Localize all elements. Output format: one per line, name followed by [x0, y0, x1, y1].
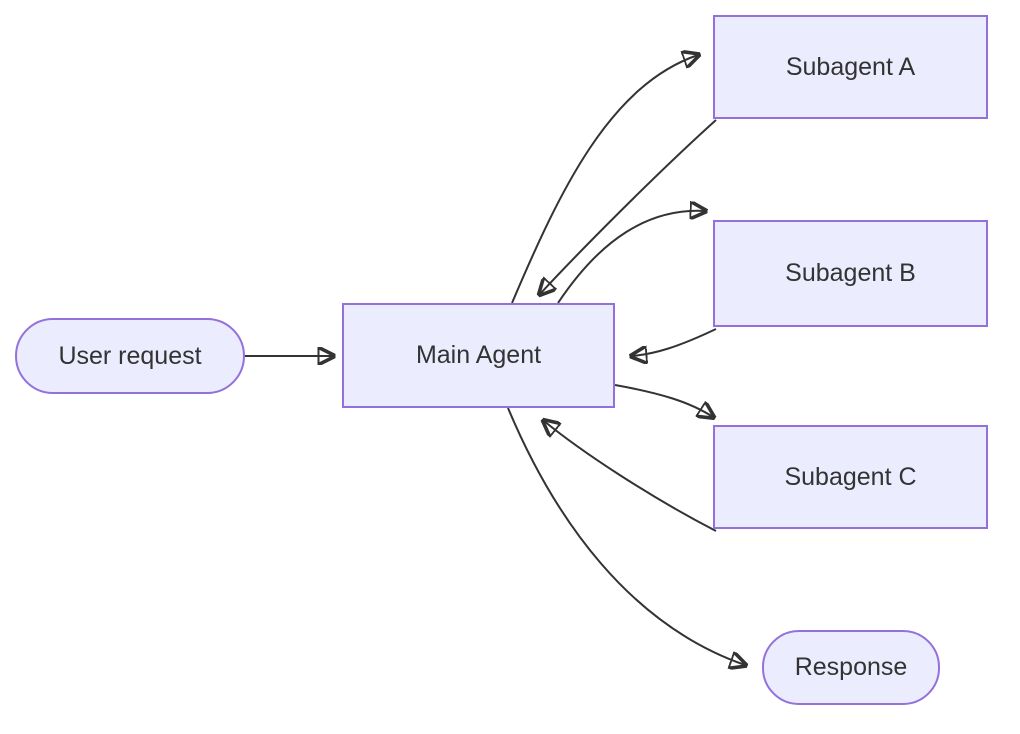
node-subagent-c-label: Subagent C	[784, 462, 917, 491]
node-subagent-b: Subagent B	[713, 220, 988, 327]
edge-main-agent-to-response	[507, 407, 745, 665]
edge-main-agent-to-subagent-a	[511, 55, 698, 304]
node-user-request: User request	[15, 318, 245, 394]
edge-main-agent-to-subagent-b	[557, 211, 705, 304]
node-user-request-label: User request	[58, 341, 202, 370]
node-main-agent-label: Main Agent	[415, 341, 542, 369]
edge-subagent-b-to-main-agent	[632, 328, 717, 356]
node-subagent-b-label: Subagent B	[785, 259, 916, 287]
node-response: Response	[762, 630, 940, 705]
edge-subagent-a-to-main-agent	[540, 119, 717, 294]
node-response-label: Response	[794, 653, 908, 681]
node-subagent-a-label: Subagent A	[785, 52, 916, 81]
edge-main-agent-to-subagent-c	[614, 384, 713, 417]
edge-subagent-c-to-main-agent	[544, 421, 717, 532]
node-main-agent: Main Agent	[342, 303, 615, 408]
node-subagent-c: Subagent C	[713, 425, 988, 529]
node-subagent-a: Subagent A	[713, 15, 988, 119]
